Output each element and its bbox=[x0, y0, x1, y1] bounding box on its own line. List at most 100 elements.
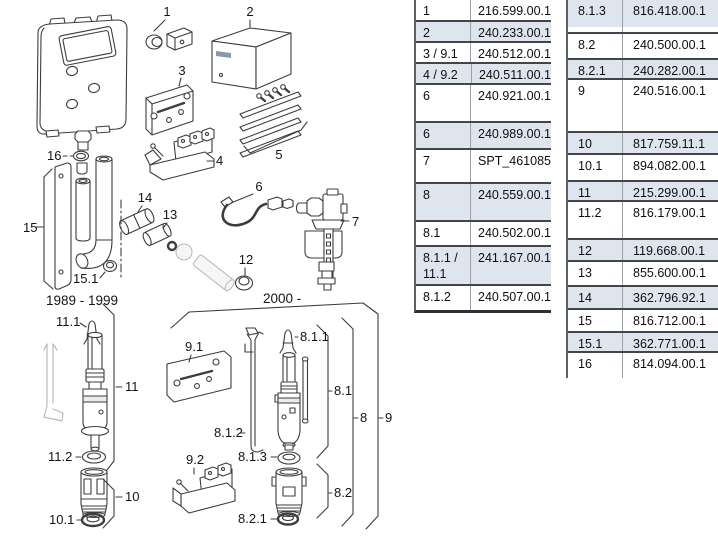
callout-7: 7 bbox=[352, 214, 359, 229]
part-number: 240.512.00.1 bbox=[478, 47, 551, 61]
parts-row: 8.1.2 240.507.00.1 bbox=[416, 286, 551, 310]
parts-row: 10 817.759.11.1 bbox=[568, 133, 718, 155]
callout-15: 15 bbox=[23, 220, 37, 235]
part-ref: 2 bbox=[416, 22, 471, 41]
callout-11-1: 11.1 bbox=[56, 314, 80, 329]
part-ref: 8.1 bbox=[416, 222, 471, 245]
part-8-2-basket bbox=[271, 467, 307, 518]
part-number: SPT_461085 bbox=[478, 154, 551, 168]
callout-3: 3 bbox=[178, 63, 185, 78]
cistern-tank bbox=[36, 14, 128, 175]
part-4-bracket bbox=[144, 127, 215, 181]
parts-row: 9 240.516.00.1 bbox=[568, 80, 718, 133]
part-ref: 6 bbox=[416, 123, 471, 148]
old-flush-valve-group bbox=[43, 303, 123, 529]
callout-14: 14 bbox=[138, 190, 152, 205]
callout-9-2: 9.2 bbox=[186, 452, 204, 467]
part-number: 814.094.00.1 bbox=[633, 357, 706, 371]
callout-13: 13 bbox=[163, 207, 177, 222]
part-number: 240.559.00.1 bbox=[478, 188, 551, 202]
faded-outlet-parts bbox=[175, 243, 235, 292]
bracket-8-2 bbox=[316, 463, 329, 519]
part-number: 241.167.00.1 bbox=[478, 251, 551, 265]
part-9-1-plate bbox=[166, 350, 232, 403]
overflow-rod bbox=[301, 356, 309, 424]
part-ref: 10.1 bbox=[568, 155, 623, 180]
part-ref: 8.1.1 / 11.1 bbox=[416, 247, 471, 284]
part-number: 240.511.00.1 bbox=[478, 68, 551, 82]
part-11-1-clip bbox=[83, 320, 101, 345]
part-ref: 10 bbox=[568, 133, 623, 153]
part-number: 119.668.00.1 bbox=[633, 244, 706, 258]
callout-2: 2 bbox=[246, 4, 253, 19]
callout-10-1: 10.1 bbox=[49, 512, 74, 527]
callout-8-1-1: 8.1.1 bbox=[300, 329, 329, 344]
part-number: 816.418.00.1 bbox=[633, 4, 706, 18]
callout-8-1-3: 8.1.3 bbox=[238, 449, 267, 464]
callout-10: 10 bbox=[125, 489, 139, 504]
era-label-1989-1999: 1989 - 1999 bbox=[46, 293, 118, 308]
part-number: 240.282.00.1 bbox=[633, 64, 706, 78]
bracket-11 bbox=[102, 303, 115, 476]
part-number: 817.759.11.1 bbox=[633, 137, 706, 151]
callout-8-2: 8.2 bbox=[334, 485, 352, 500]
callout-8-1-2: 8.1.2 bbox=[214, 425, 243, 440]
exploded-parts-diagram: 1 2 3 4 5 6 7 16 15 15.1 14 13 12 11.1 1… bbox=[23, 4, 392, 530]
part-12-grommet bbox=[234, 267, 254, 291]
callout-12: 12 bbox=[239, 252, 253, 267]
callout-8: 8 bbox=[360, 410, 367, 425]
part-number: 240.516.00.1 bbox=[633, 84, 706, 98]
part-number: 240.507.00.1 bbox=[478, 290, 551, 304]
parts-row: 7 SPT_461085 bbox=[416, 150, 551, 184]
part-8-1-valve bbox=[274, 352, 301, 451]
part-number: 362.771.00.1 bbox=[633, 337, 706, 351]
part-15-1-ring bbox=[99, 259, 118, 279]
callout-11-2: 11.2 bbox=[48, 449, 72, 464]
parts-row: 12 119.668.00.1 bbox=[568, 240, 718, 262]
part-number: 240.502.00.1 bbox=[478, 226, 551, 240]
part-ref: 8.1.2 bbox=[416, 286, 471, 310]
part-ref: 4 / 9.2 bbox=[416, 64, 472, 83]
part-10-1-seal bbox=[80, 512, 106, 528]
part-number: 855.600.00.1 bbox=[633, 266, 706, 280]
faded-lever bbox=[43, 343, 64, 422]
part-ref: 12 bbox=[568, 240, 623, 260]
callout-15-1: 15.1 bbox=[73, 271, 98, 286]
callout-8-1: 8.1 bbox=[334, 383, 352, 398]
callout-5: 5 bbox=[275, 147, 282, 162]
part-ref: 7 bbox=[416, 150, 472, 182]
part-ref: 13 bbox=[568, 262, 623, 285]
callout-9: 9 bbox=[385, 410, 392, 425]
parts-row: 8 240.559.00.1 bbox=[416, 184, 551, 222]
parts-row: 8.1 240.502.00.1 bbox=[416, 222, 551, 247]
part-ref: 14 bbox=[568, 287, 623, 308]
parts-row: 13 855.600.00.1 bbox=[568, 262, 718, 287]
callout-11: 11 bbox=[125, 379, 139, 394]
bracket-8 bbox=[341, 317, 354, 527]
part-ref: 8.1.3 bbox=[568, 0, 623, 32]
bracket-10 bbox=[102, 478, 115, 529]
part-number: 240.500.00.1 bbox=[633, 38, 706, 52]
parts-row: 8.1.3 816.418.00.1 bbox=[568, 0, 718, 34]
part-8-1-1-clip bbox=[279, 329, 297, 354]
part-number: 816.712.00.1 bbox=[633, 314, 706, 328]
part-7-fill-valve bbox=[295, 188, 350, 291]
part-2-cover-box bbox=[211, 19, 292, 90]
part-5-grille bbox=[239, 84, 308, 158]
part-ref: 9 bbox=[568, 80, 623, 131]
parts-row: 8.1.1 / 11.1 241.167.00.1 bbox=[416, 247, 551, 286]
part-ref: 8 bbox=[416, 184, 471, 220]
part-13-connector bbox=[142, 222, 178, 252]
